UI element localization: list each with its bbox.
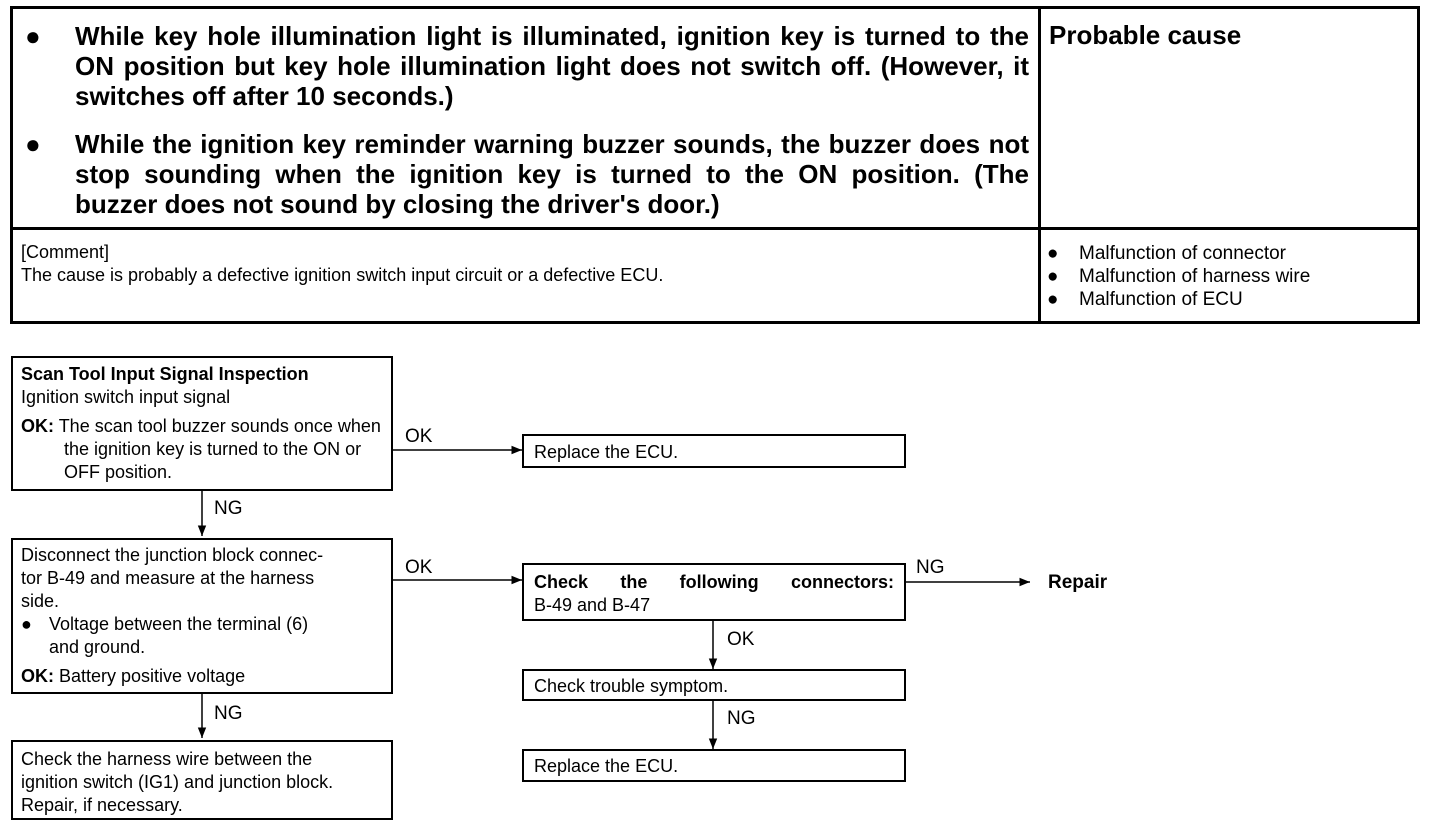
ok-criteria: OK: The scan tool buzzer sounds once whe… — [21, 415, 383, 484]
ng-branch-label: NG — [916, 557, 945, 578]
repair-result: Repair — [1048, 572, 1108, 593]
box-text-line: B-49 and B-47 — [534, 595, 651, 615]
bullet-icon: ● — [1047, 266, 1059, 287]
box-text: Replace the ECU. — [534, 756, 679, 776]
check-connectors-box: Check the following connectors: B-49 and… — [522, 563, 906, 621]
scan-tool-inspection-box: Scan Tool Input Signal Inspection Igniti… — [11, 356, 393, 491]
trouble-symptom-table: ● While key hole illumination light is i… — [10, 6, 1420, 324]
box-subtitle: Ignition switch input signal — [21, 387, 231, 407]
probable-cause-header-cell: Probable cause — [1041, 9, 1417, 230]
cause-text: Malfunction of ECU — [1079, 289, 1243, 310]
box-text-line: Disconnect the junction block connec- — [21, 545, 324, 565]
box-text-line: tor B-49 and measure at the harness — [21, 568, 315, 588]
ok-branch-label: OK — [727, 629, 755, 650]
ng-branch-label: NG — [214, 498, 243, 519]
cause-text: Malfunction of harness wire — [1079, 266, 1311, 287]
box-text: Replace the ECU. — [534, 442, 679, 462]
ok-text: Battery positive voltage — [59, 666, 246, 686]
harness-wire-check-box: Check the harness wire between the ignit… — [11, 740, 393, 820]
probable-causes-cell: ● Malfunction of connector ● Malfunction o… — [1041, 230, 1417, 321]
symptom-text: While key hole illumination light is ill… — [75, 21, 1029, 111]
comment-label: [Comment] — [21, 242, 110, 262]
ok-branch-label: OK — [405, 557, 433, 578]
ok-text: The scan tool buzzer sounds once when th… — [58, 416, 381, 482]
bullet-icon: ● — [1047, 289, 1059, 310]
probable-cause-title: Probable cause — [1049, 20, 1242, 50]
replace-ecu-box: Replace the ECU. — [522, 749, 906, 782]
box-text-line: Repair, if necessary. — [21, 795, 183, 815]
comment-text: The cause is probably a defective igniti… — [21, 265, 664, 285]
box-text-line: ignition switch (IG1) and junction block… — [21, 772, 334, 792]
cause-text: Malfunction of connector — [1079, 243, 1287, 264]
cause-item: ● Malfunction of harness wire — [1047, 266, 1310, 288]
cause-item: ● Malfunction of ECU — [1047, 289, 1243, 311]
ok-label: OK: — [21, 416, 54, 436]
measure-text-cont: and ground. — [49, 637, 146, 657]
symptom-text: While the ignition key reminder warning … — [75, 129, 1029, 219]
box-title: Scan Tool Input Signal Inspection — [21, 364, 309, 384]
check-trouble-symptom-box: Check trouble symptom. — [522, 669, 906, 701]
bullet-icon: ● — [25, 21, 41, 51]
bullet-icon: ● — [21, 614, 32, 634]
box-text-line: side. — [21, 591, 60, 611]
ng-branch-label: NG — [727, 708, 756, 729]
comment-cell: [Comment] The cause is probably a defect… — [13, 230, 1041, 321]
bullet-icon: ● — [25, 129, 41, 159]
box-text-line: Check the harness wire between the — [21, 749, 313, 769]
box-text-line: Check the following connectors: — [534, 572, 894, 592]
ng-branch-label: NG — [214, 703, 243, 724]
junction-block-measure-box: Disconnect the junction block connec- to… — [11, 538, 393, 694]
measure-text: Voltage between the terminal (6) — [49, 614, 309, 634]
ok-criteria: OK: Battery positive voltage — [21, 665, 383, 688]
ok-label: OK: — [21, 666, 54, 686]
symptoms-cell: ● While key hole illumination light is i… — [13, 9, 1041, 230]
bullet-icon: ● — [1047, 243, 1059, 264]
cause-item: ● Malfunction of connector — [1047, 243, 1286, 265]
replace-ecu-box: Replace the ECU. — [522, 434, 906, 468]
box-text: Check trouble symptom. — [534, 676, 729, 696]
ok-branch-label: OK — [405, 426, 433, 447]
measure-item: ● Voltage between the terminal (6) — [21, 613, 383, 636]
